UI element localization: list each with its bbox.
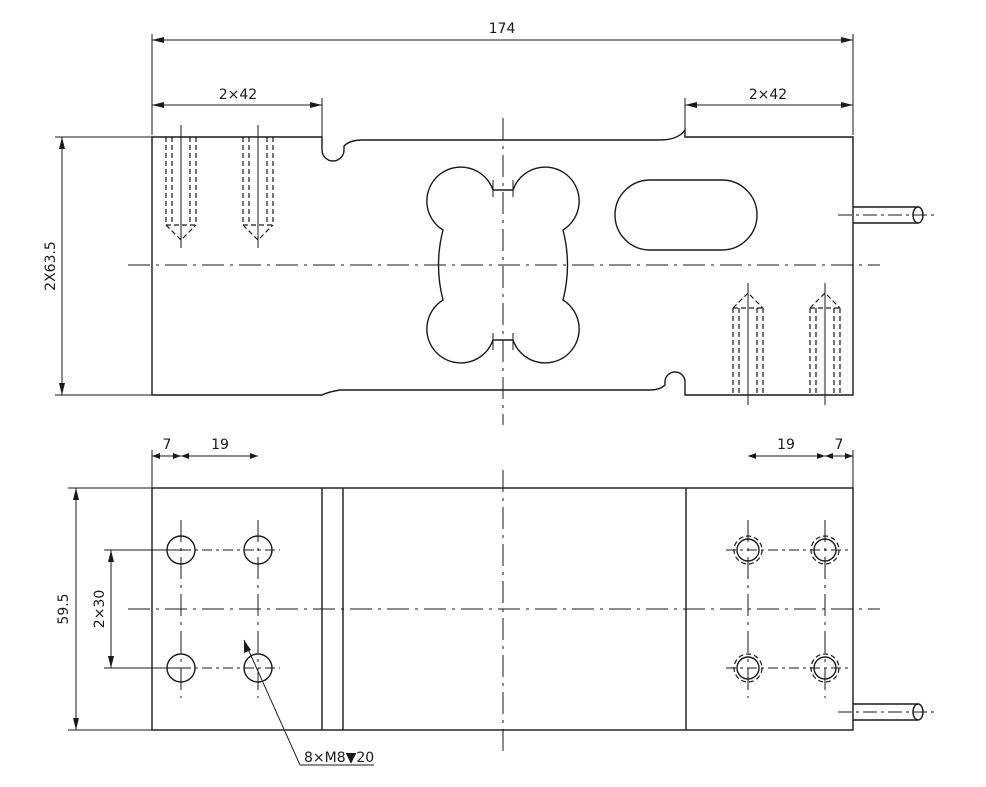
right-hole-spacing-label: 2×42 bbox=[749, 87, 787, 103]
left-hole-spacing-label: 2×42 bbox=[219, 87, 257, 103]
left-hole-offset-dimensions: 7 19 bbox=[152, 437, 258, 459]
overall-length-dimension: 174 bbox=[151, 21, 854, 135]
load-cell-body-outline bbox=[151, 127, 854, 396]
width-dimension: 59.5 bbox=[56, 487, 152, 731]
thread-callout: 8×M8▼20 bbox=[243, 639, 374, 766]
cable-top-view bbox=[838, 206, 935, 224]
height-label: 2X63.5 bbox=[43, 241, 59, 291]
threaded-hole-bottom-right-1 bbox=[732, 283, 764, 405]
threaded-hole-top-left-2 bbox=[242, 125, 274, 248]
height-dimension: 2X63.5 bbox=[43, 136, 152, 396]
right-hole-offset-dimensions: 19 7 bbox=[748, 437, 853, 459]
left-hole-spacing-dimension: 2×42 bbox=[152, 87, 323, 137]
bottom-view: 7 19 19 7 59.5 2× bbox=[56, 437, 935, 766]
width-label: 59.5 bbox=[56, 593, 72, 624]
overall-length-label: 174 bbox=[489, 21, 516, 37]
left-hole-pitch-label: 19 bbox=[211, 437, 229, 453]
right-edge-offset-label: 7 bbox=[835, 437, 844, 453]
thread-callout-label: 8×M8▼20 bbox=[304, 750, 374, 766]
right-hole-pitch-label: 19 bbox=[777, 437, 795, 453]
threaded-hole-top-left-1 bbox=[165, 125, 197, 248]
right-hole-spacing-dimension: 2×42 bbox=[684, 87, 853, 137]
cable-bottom-view bbox=[838, 703, 935, 721]
threaded-hole-bottom-right-2 bbox=[809, 283, 841, 405]
oval-slot bbox=[614, 179, 758, 251]
left-edge-offset-label: 7 bbox=[163, 437, 172, 453]
vertical-hole-pitch-label: 2×30 bbox=[92, 590, 108, 628]
vertical-hole-pitch-dimension: 2×30 bbox=[92, 549, 181, 669]
top-view: 174 2×42 2×42 2X63.5 bbox=[43, 21, 935, 425]
